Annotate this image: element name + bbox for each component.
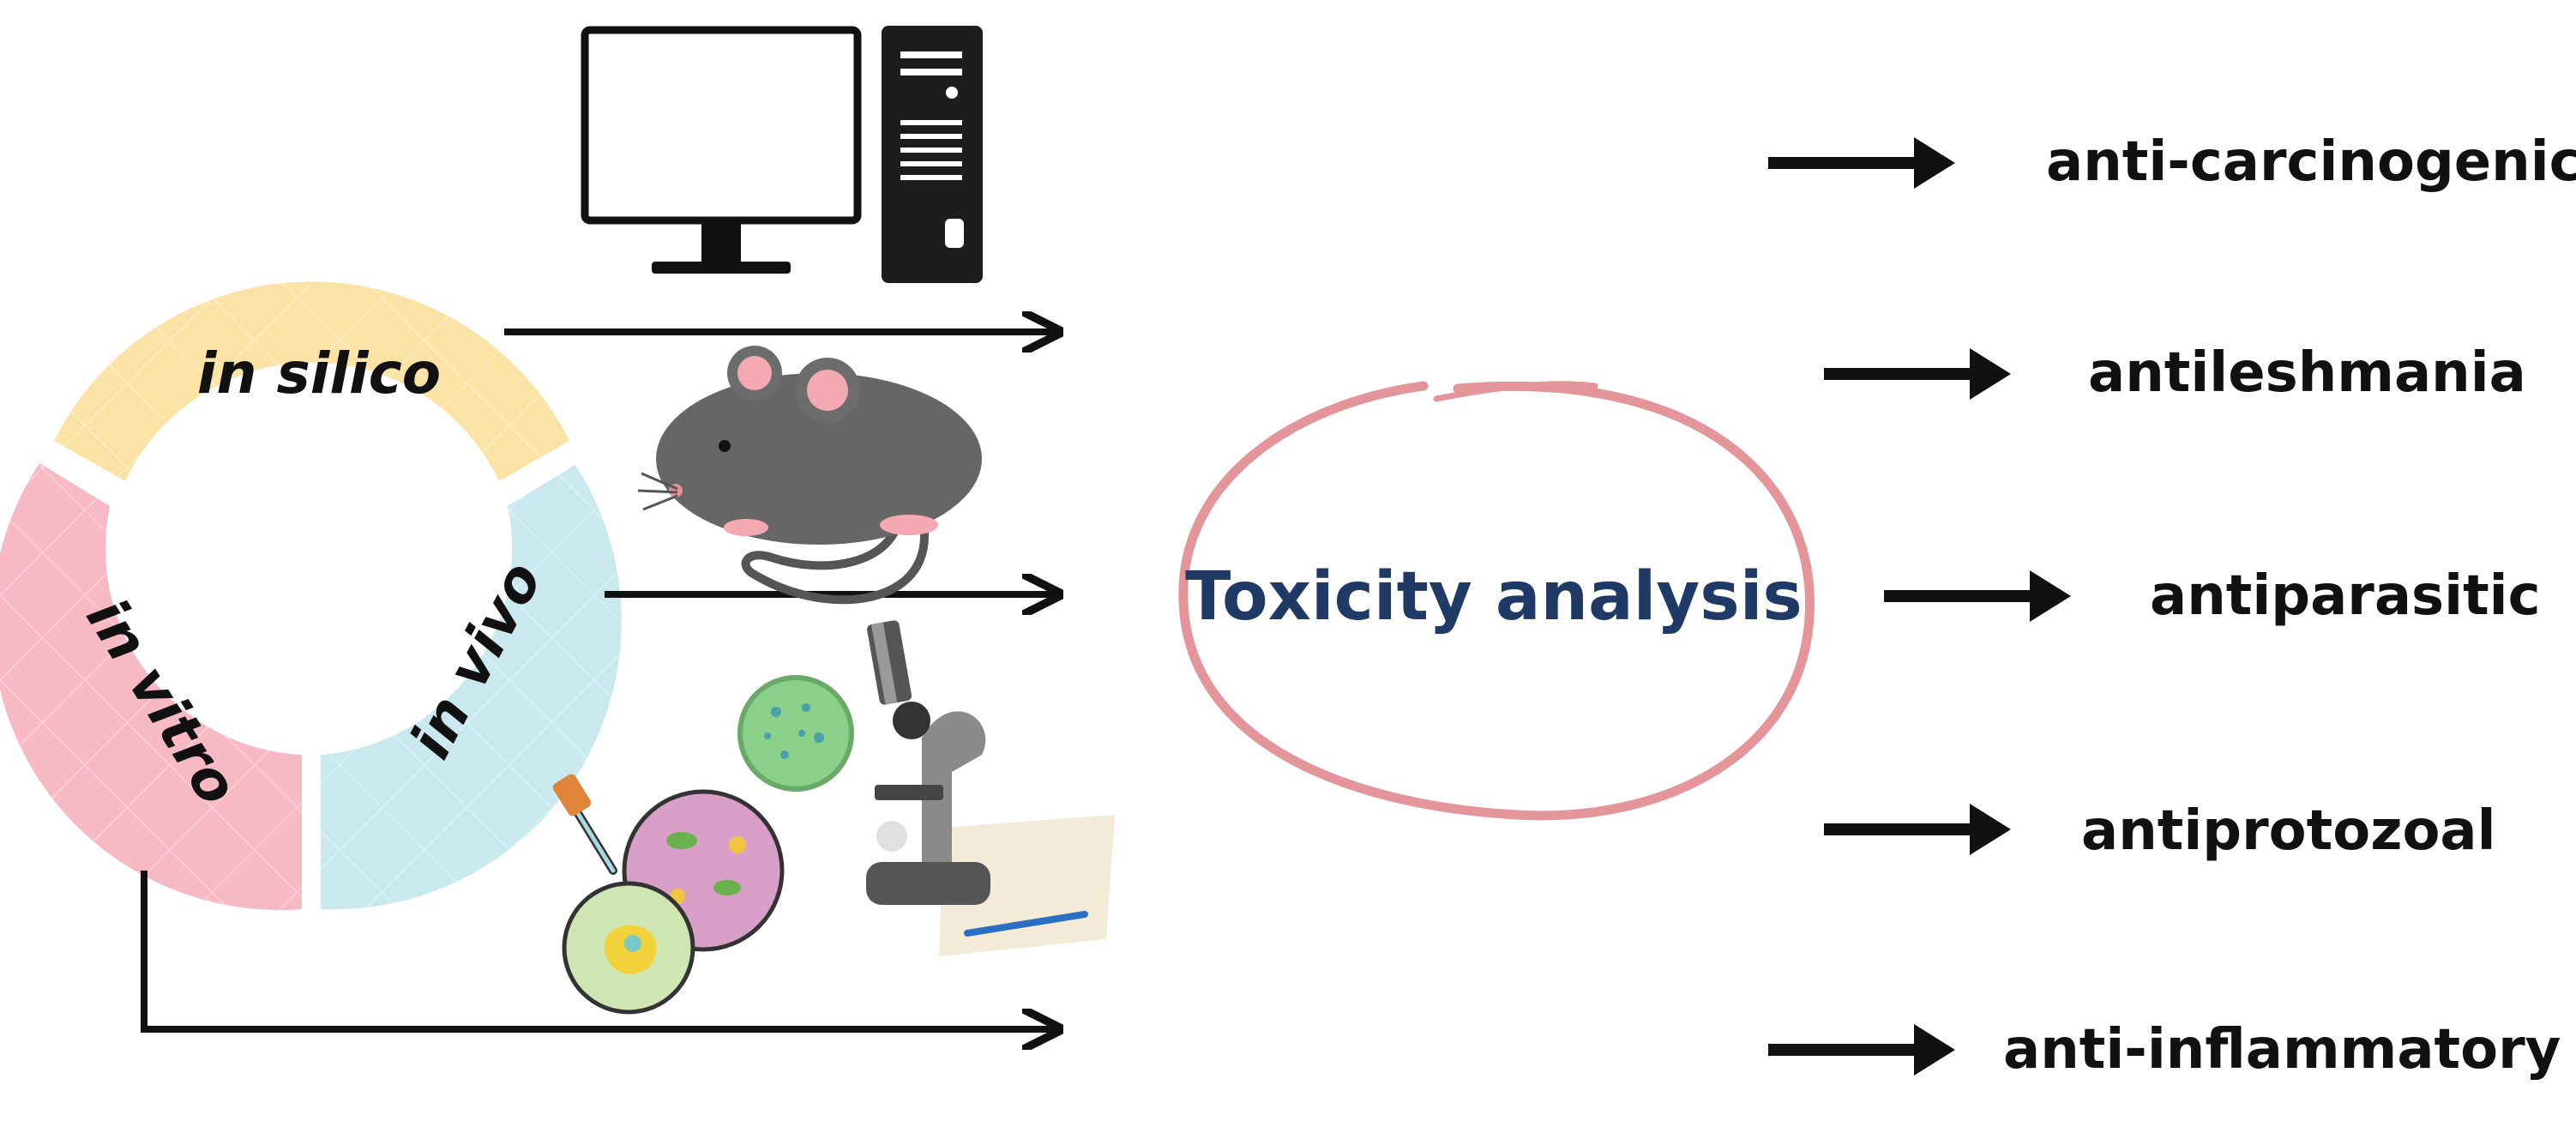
microscope-icon: [866, 620, 1115, 956]
effect-label-antiprotozoal: antiprotozoal: [2081, 799, 2496, 863]
computer-icon: [581, 26, 983, 283]
effect-label-anti-inflammatory: anti-inflammatory: [2003, 1018, 2561, 1082]
toxicity-analysis-node: Toxicity analysis: [1178, 381, 1815, 821]
toxicity-analysis-label: Toxicity analysis: [1185, 558, 1803, 636]
effect-label-antiparasitic: antiparasitic: [2150, 564, 2541, 628]
pipette-icon: [552, 774, 617, 875]
effect-labels: anti-carcinogenic antileshmania antipara…: [2003, 130, 2576, 1082]
effect-label-antileshmania: antileshmania: [2088, 341, 2526, 405]
petri-dish-icon: [562, 675, 854, 1015]
mouse-icon: [637, 346, 982, 605]
effect-arrow: [1824, 348, 2011, 400]
effect-label-anti-carcinogenic: anti-carcinogenic: [2046, 130, 2576, 194]
center-ring: [1178, 381, 1815, 821]
effect-arrow: [1824, 804, 2011, 855]
effect-arrow: [1884, 570, 2071, 622]
label-in-silico: in silico: [197, 341, 441, 407]
effect-arrow: [1768, 137, 1955, 189]
effect-arrow: [1768, 1024, 1955, 1076]
effect-arrows: [1768, 137, 2071, 1076]
method-ring: in silico in vivo in vitro: [0, 281, 622, 910]
arrow-in-vitro: [141, 871, 1059, 1029]
method-arrows: [141, 332, 1059, 1029]
